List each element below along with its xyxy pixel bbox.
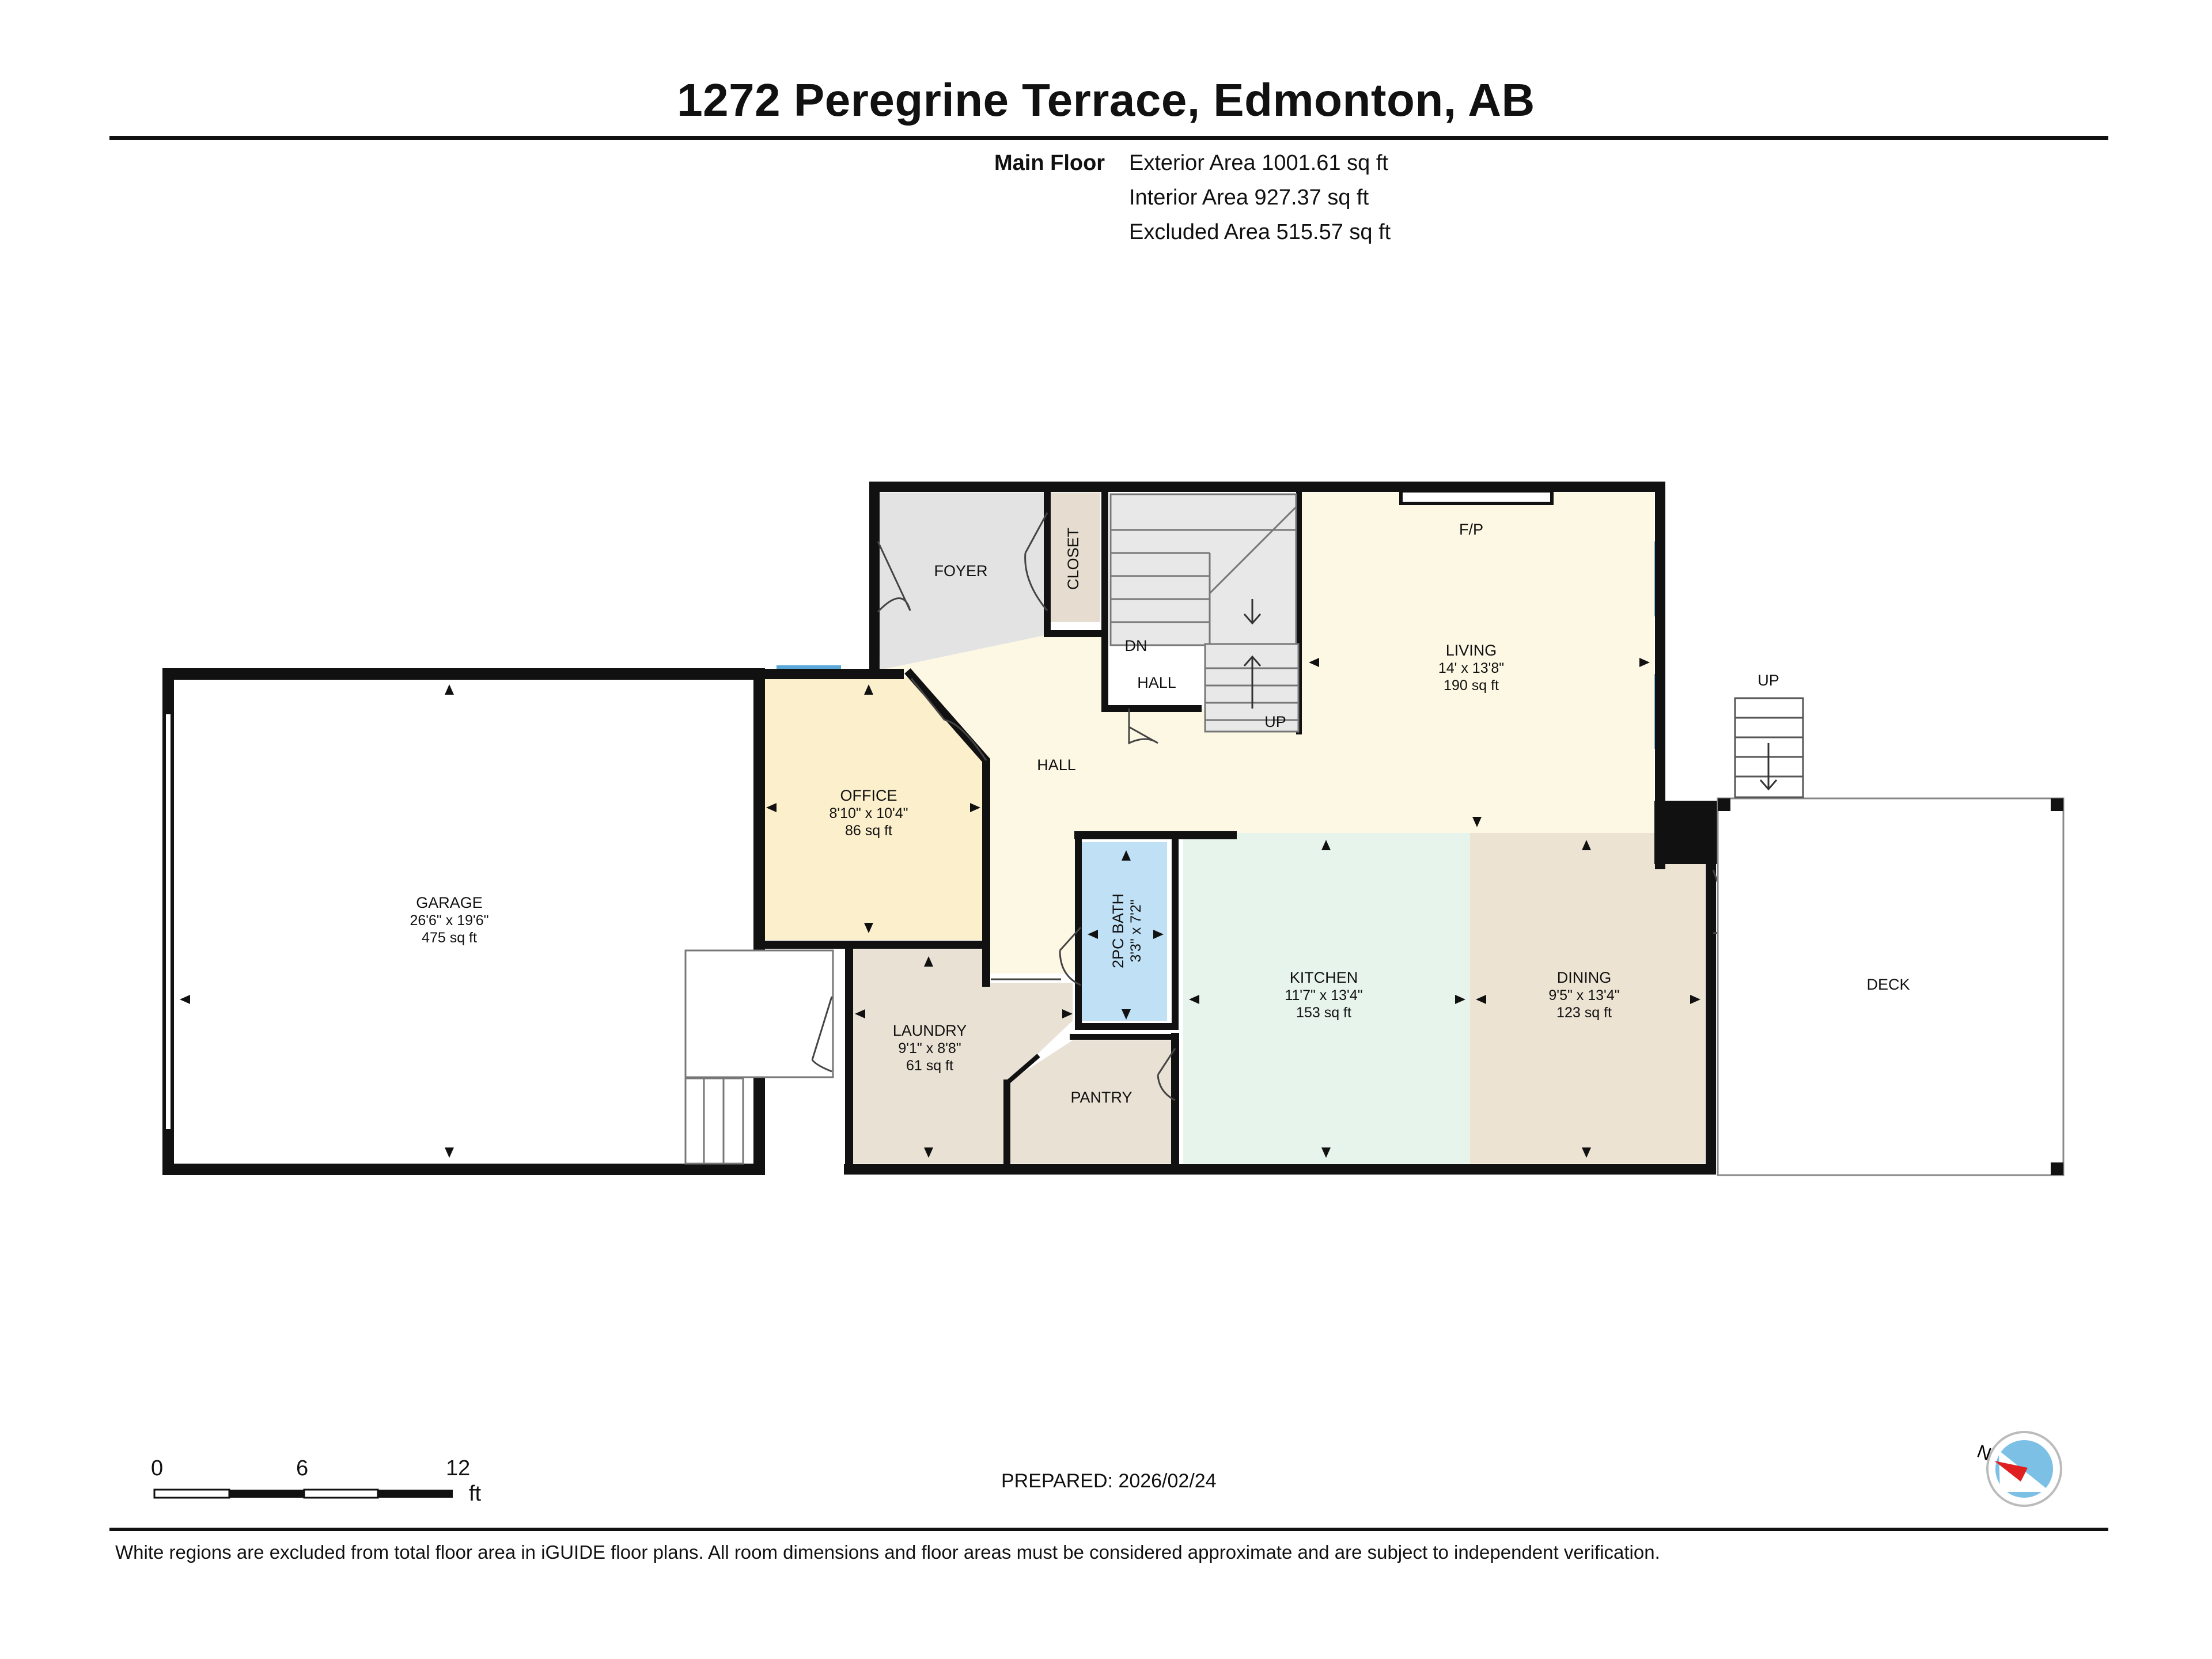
dining-dims: 9'5" x 13'4": [1548, 987, 1619, 1003]
exterior-area: Exterior Area 1001.61 sq ft: [1129, 151, 1388, 175]
closet-fill: [1047, 493, 1100, 622]
kitchen-dims: 11'7" x 13'4": [1285, 987, 1362, 1003]
office-area: 86 sq ft: [845, 823, 892, 839]
floor-label: Main Floor: [994, 151, 1105, 175]
interior-area: Interior Area 927.37 sq ft: [1129, 185, 1369, 210]
laundry-dims: 9'1" x 8'8": [898, 1040, 961, 1056]
stairs-down-label: DN: [1125, 637, 1147, 654]
closet-label: CLOSET: [1065, 528, 1082, 590]
dining-label: DINING: [1557, 969, 1612, 986]
page-title: 1272 Peregrine Terrace, Edmonton, AB: [677, 74, 1535, 126]
kitchen-area: 153 sq ft: [1296, 1005, 1351, 1021]
office-fill: [759, 677, 986, 940]
garage-area: 475 sq ft: [422, 930, 477, 946]
garage-label: GARAGE: [416, 894, 483, 911]
prepared-date: PREPARED: 2026/02/24: [1001, 1470, 1217, 1492]
stairs-up: [1204, 643, 1300, 733]
fireplace: [1399, 489, 1554, 505]
pantry-label: PANTRY: [1070, 1089, 1132, 1106]
living-dims: 14' x 13'8": [1438, 660, 1504, 676]
header-divider: [109, 136, 2108, 140]
dining-area: 123 sq ft: [1556, 1005, 1612, 1021]
scale-label-0: 0: [151, 1456, 164, 1480]
garage-entry: [684, 949, 834, 1165]
foyer-label: FOYER: [934, 562, 987, 579]
laundry-fill: [849, 949, 1073, 1164]
laundry-area: 61 sq ft: [906, 1058, 953, 1074]
deck: [1717, 797, 2065, 1176]
garage-dims: 26'6" x 19'6": [410, 912, 488, 929]
office-dims: 8'10" x 10'4": [829, 805, 908, 821]
kitchen-label: KITCHEN: [1290, 969, 1358, 986]
excluded-area: Excluded Area 515.57 sq ft: [1129, 220, 1391, 244]
laundry-label: LAUNDRY: [893, 1022, 967, 1039]
fireplace-label: F/P: [1459, 521, 1483, 538]
pantry-fill: [1007, 1040, 1175, 1164]
footer-divider: [109, 1528, 2108, 1531]
deck-label: DECK: [1866, 976, 1910, 993]
living-area: 190 sq ft: [1444, 677, 1499, 694]
stairs-down: [1109, 493, 1297, 646]
office-label: OFFICE: [840, 787, 897, 804]
dining-fill: [1470, 833, 1705, 1164]
deck-stairs-label: UP: [1758, 672, 1779, 689]
structural-column: [1654, 801, 1718, 864]
bath-dims: 3'3" x 7'2": [1128, 899, 1144, 962]
scale-unit: ft: [469, 1482, 482, 1506]
dimension-markers: [180, 658, 1700, 1158]
compass-icon: N: [1975, 1431, 2062, 1507]
living-label: LIVING: [1446, 642, 1497, 659]
hall-label: HALL: [1037, 756, 1076, 774]
deck-stairs: [1734, 697, 1804, 798]
kitchen-fill: [1183, 833, 1470, 1164]
disclaimer: White regions are excluded from total fl…: [115, 1541, 1660, 1563]
stairs-up-label: UP: [1264, 713, 1286, 730]
foyer-fill: [874, 493, 1047, 670]
scale-label-6: 6: [296, 1456, 309, 1480]
scale-label-12: 12: [446, 1456, 471, 1480]
scale-bar: [153, 1488, 453, 1499]
small-hall-label: HALL: [1137, 674, 1176, 691]
bath-label: 2PC BATH: [1109, 893, 1127, 968]
hall-fill: [880, 493, 1654, 974]
